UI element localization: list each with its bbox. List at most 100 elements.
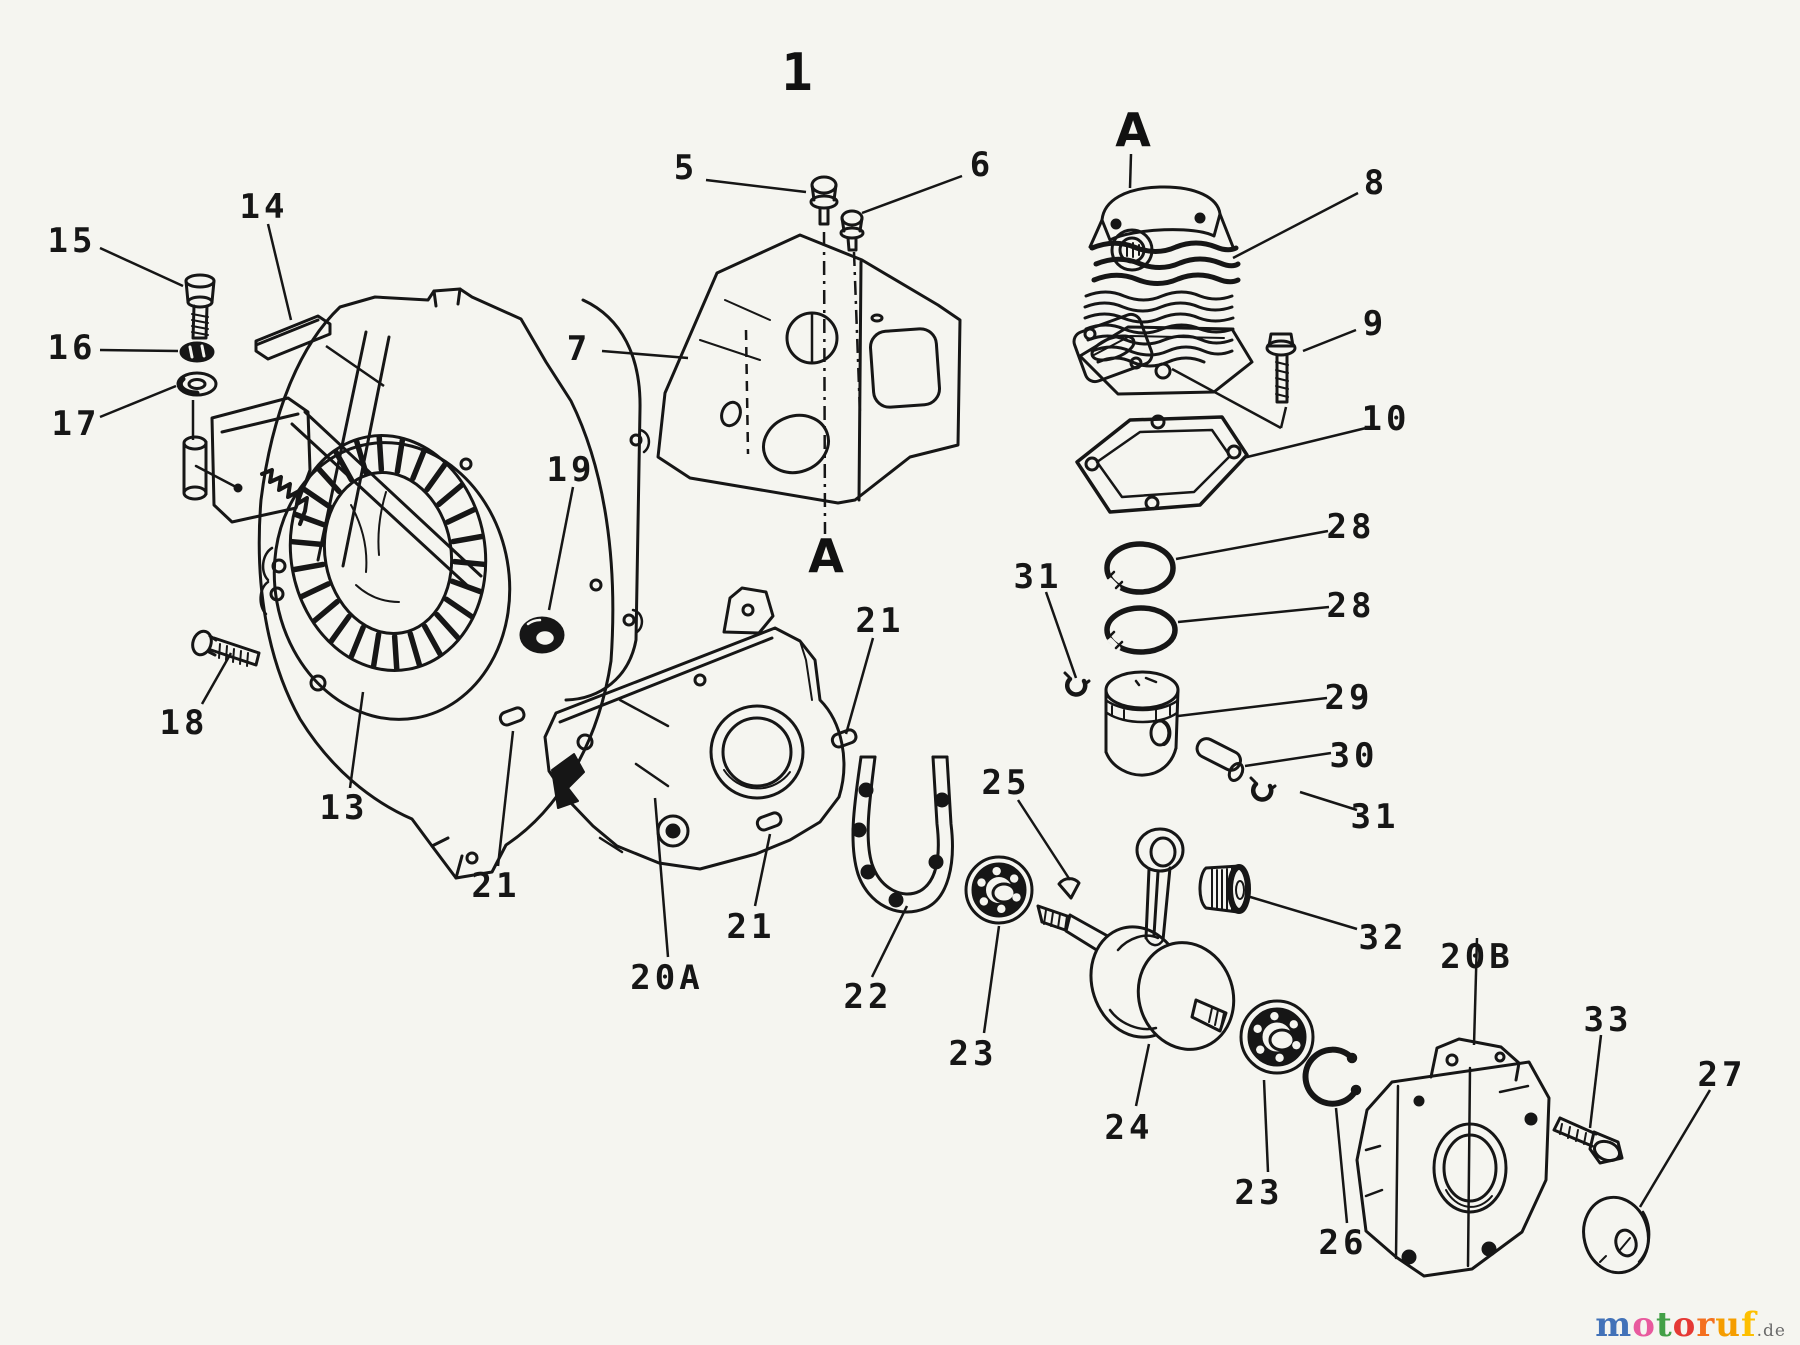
- washer-17: [176, 371, 218, 397]
- louver-slat: [407, 630, 423, 668]
- circlip-left: [1063, 671, 1091, 697]
- leader-line: [982, 925, 1001, 1034]
- leader-line: [1588, 1034, 1603, 1129]
- louver-slat: [301, 486, 333, 510]
- part-label-26-23: 26: [1319, 1223, 1368, 1263]
- louver-slat: [376, 434, 385, 473]
- leader-line: [1302, 328, 1357, 353]
- part-label-31-29: 31: [1014, 557, 1063, 597]
- part-label-28-26: 28: [1327, 586, 1376, 626]
- part-label-18-11: 18: [160, 703, 209, 743]
- ball-bearing-right: [1239, 999, 1315, 1075]
- leader-line: [1177, 605, 1330, 624]
- part-label-31-30: 31: [1351, 797, 1400, 837]
- louver-slat: [436, 482, 465, 508]
- leader-line: [496, 730, 515, 867]
- leader-line: [200, 652, 233, 705]
- bearing-ball: [1253, 1024, 1262, 1034]
- watermark-letter: u: [1715, 1305, 1741, 1345]
- leader-line: [99, 384, 177, 419]
- needle-bearing: [1198, 864, 1251, 914]
- watermark-suffix: .de: [1756, 1321, 1786, 1341]
- part-label-21-15: 21: [856, 601, 905, 641]
- leader-line: [1246, 894, 1358, 931]
- louver-slat: [315, 465, 342, 495]
- louver-slat: [299, 581, 332, 600]
- part-label-15-8: 15: [48, 221, 97, 261]
- washer-seal-27: [1582, 1195, 1651, 1275]
- bearing-ball: [1292, 1040, 1301, 1050]
- part-label-22-18: 22: [844, 977, 893, 1017]
- cylinder: [1072, 185, 1254, 396]
- part-label-24-21: 24: [1105, 1108, 1154, 1148]
- crankcase-rear-half: [1355, 1037, 1551, 1278]
- piston-ring-second: [1104, 605, 1178, 655]
- part-label-19-12: 19: [547, 450, 596, 490]
- guide-line: [325, 344, 385, 388]
- guide-line: [1171, 367, 1282, 430]
- guide-line: [1128, 153, 1133, 189]
- part-label-9-4: 9: [1363, 304, 1387, 344]
- leader-line: [1177, 696, 1328, 718]
- part-label-23-20: 23: [1235, 1173, 1284, 1213]
- leader-line: [547, 486, 575, 611]
- leader-line: [1299, 790, 1358, 812]
- screw-5: [809, 175, 839, 226]
- leader-line: [1016, 799, 1072, 881]
- louver-slat: [291, 561, 326, 573]
- bearing-ball: [1275, 1053, 1284, 1063]
- oil-seal: [519, 616, 565, 654]
- bolt-9: [1265, 332, 1297, 404]
- leader-line: [705, 178, 807, 194]
- leader-line: [99, 246, 184, 288]
- leader-line: [1334, 1107, 1349, 1224]
- part-label-27-24: 27: [1698, 1055, 1747, 1095]
- piston-pin: [1195, 737, 1245, 782]
- bearing-ball: [979, 897, 989, 906]
- part-label-28-25: 28: [1327, 507, 1376, 547]
- louver-slat: [434, 611, 461, 641]
- leader-line: [844, 637, 875, 735]
- part-label-21-17: 21: [727, 907, 776, 947]
- watermark-letter: t: [1655, 1305, 1673, 1345]
- leader-line: [1232, 191, 1359, 260]
- part-label-25-22: 25: [982, 763, 1031, 803]
- snap-ring: [1302, 1046, 1362, 1107]
- leader-line: [1262, 1079, 1270, 1173]
- section-marker-1: A: [808, 529, 844, 583]
- bolt-18: [191, 629, 261, 667]
- part-label-29-27: 29: [1325, 678, 1374, 718]
- housing-backplate: [564, 298, 651, 702]
- gasket-10: [1075, 414, 1249, 514]
- part-label-23-19: 23: [949, 1034, 998, 1074]
- part-label-13-6: 13: [320, 788, 369, 828]
- section-marker-0: A: [1115, 103, 1151, 157]
- part-label-20A-13: 20A: [630, 958, 703, 998]
- part-label-21-16: 21: [472, 866, 521, 906]
- crankshaft: [1036, 827, 1236, 1051]
- leader-line: [870, 905, 909, 978]
- louver-slat: [311, 598, 340, 624]
- leader-line: [1175, 529, 1329, 561]
- guide-lines: [191, 153, 1288, 535]
- leader-line: [348, 691, 365, 789]
- crankcase-front-half: [543, 586, 846, 871]
- louver-slat: [443, 596, 475, 620]
- leader-line: [1244, 751, 1332, 768]
- dowel-pins: [498, 706, 858, 832]
- watermark-letter: f: [1741, 1305, 1757, 1345]
- part-label-5-0: 5: [674, 148, 698, 188]
- part-label-16-9: 16: [48, 328, 97, 368]
- leader-line: [861, 174, 963, 215]
- part-label-14-7: 14: [240, 187, 289, 227]
- leader-line: [753, 833, 772, 907]
- bearing-ball: [1009, 874, 1019, 883]
- louver-slat: [410, 446, 428, 482]
- lock-washer-16: [179, 341, 215, 363]
- piston: [1104, 670, 1180, 777]
- leader-line: [99, 348, 179, 353]
- bearing-ball: [992, 866, 1001, 876]
- part-label-8-3: 8: [1364, 163, 1388, 203]
